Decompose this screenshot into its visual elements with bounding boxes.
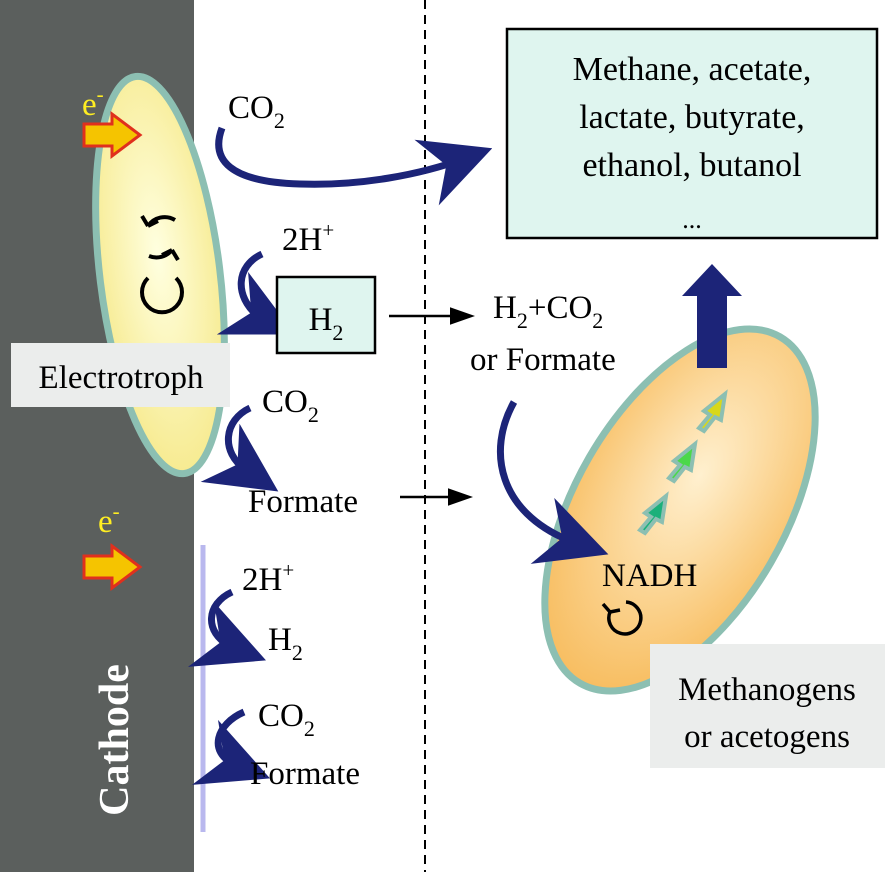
co2-to-formate-arrow-bottom: [192, 708, 270, 785]
co2-label-middle: CO2: [262, 384, 319, 427]
h2-label-bottom: H2: [268, 622, 303, 665]
nadh-cycle-icon: [601, 600, 643, 636]
h2-box: [275, 275, 377, 355]
co2-label-bottom: CO2: [258, 698, 315, 741]
cathode-label: Cathode: [92, 664, 138, 816]
proton-reduction-arrow-top: [216, 250, 296, 335]
electron-superscript: -: [97, 82, 104, 106]
formate-label-middle: Formate: [248, 484, 358, 520]
electron-arrow-icon: [82, 111, 143, 159]
electron-arrow-icon: [82, 543, 143, 591]
electron-marker-top: e-: [82, 82, 143, 159]
electron-superscript: -: [113, 499, 120, 523]
co2-to-products-arrow: [215, 126, 493, 206]
electrotroph-cycle-icon: [140, 214, 184, 315]
metabolic-step-arrows: [636, 389, 728, 536]
svg-text:e-: e-: [82, 82, 104, 123]
methanogens-label-line-1: Methanogens: [678, 672, 856, 708]
electron-label: e: [82, 87, 97, 123]
methanogen-cell: [541, 325, 819, 695]
step-arrow-icon: [636, 491, 669, 536]
two-h-plus-label-bottom: 2H+: [242, 558, 294, 598]
proton-reduction-arrow-bottom: [188, 588, 266, 667]
step-arrow-icon: [695, 389, 728, 434]
uptake-line-2: or Formate: [470, 342, 616, 378]
co2-label-top: CO2: [228, 90, 285, 133]
methanogens-label-box: [650, 644, 885, 768]
nadh-label: NADH: [602, 558, 697, 594]
uptake-to-nadh-arrow: [497, 400, 609, 564]
methanogens-label-line-2: or acetogens: [684, 719, 850, 755]
output-arrow: [682, 264, 742, 368]
uptake-line-1: H2+CO2: [493, 290, 603, 333]
products-line-3: ethanol, butanol: [582, 147, 801, 184]
products-box: [505, 27, 879, 240]
svg-text:e-: e-: [98, 499, 120, 540]
electron-marker-bottom: e-: [82, 499, 143, 591]
h2-box-label: H2: [309, 302, 344, 345]
products-line-1: Methane, acetate,: [573, 51, 812, 88]
electrotroph-label-box: [11, 343, 230, 407]
products-line-2: lactate, butyrate,: [579, 99, 805, 136]
co2-to-formate-arrow-middle: [200, 404, 279, 492]
electron-label: e: [98, 504, 113, 540]
two-h-plus-label-top: 2H+: [282, 218, 334, 258]
products-line-4: ...: [682, 205, 702, 234]
formate-label-bottom: Formate: [250, 756, 360, 792]
step-arrow-icon: [665, 439, 698, 484]
electrotroph-label: Electrotroph: [39, 360, 204, 396]
